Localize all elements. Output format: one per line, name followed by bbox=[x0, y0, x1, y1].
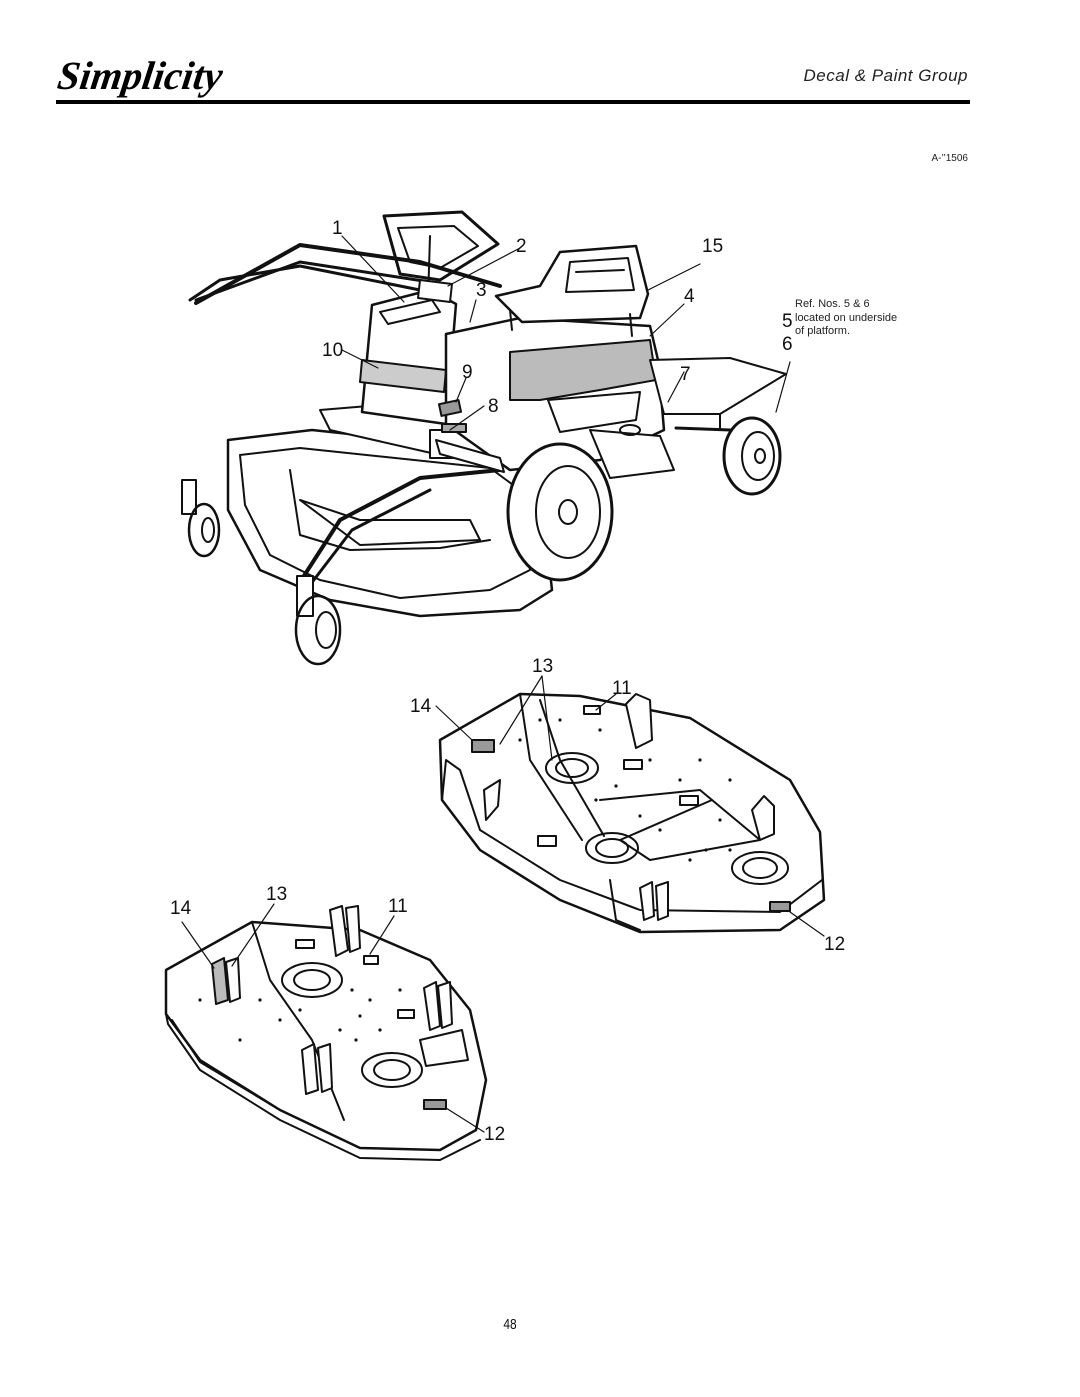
deck-top-callout-11: 11 bbox=[612, 678, 632, 699]
figure-code: A-’’1506 bbox=[931, 153, 968, 164]
deck-top-callout-12: 12 bbox=[824, 934, 845, 955]
deck-bottom-callout-11: 11 bbox=[388, 896, 408, 917]
callout-4: 4 bbox=[684, 286, 695, 307]
platform-note: Ref. Nos. 5 & 6 located on underside of … bbox=[795, 298, 897, 339]
page-number: 48 bbox=[503, 1316, 517, 1333]
callout-5: 5 bbox=[782, 311, 793, 332]
deck-bottom-callout-12: 12 bbox=[484, 1124, 505, 1145]
note-line-3: of platform. bbox=[795, 325, 851, 337]
deck-bottom-leader-lines bbox=[181, 903, 485, 1133]
callout-8: 8 bbox=[488, 396, 499, 417]
deck-top-callout-14: 14 bbox=[410, 696, 432, 717]
deck-top-callout-13: 13 bbox=[532, 656, 553, 677]
mower-deck-top-view bbox=[438, 692, 826, 934]
callout-15: 15 bbox=[702, 236, 723, 257]
callout-9: 9 bbox=[462, 362, 473, 383]
callout-numbers: 1 2 3 4 15 5 6 7 8 9 10 13 11 14 12 14 1… bbox=[170, 218, 845, 1145]
section-title: Decal & Paint Group bbox=[803, 66, 968, 85]
callout-10: 10 bbox=[322, 340, 343, 361]
mower-leader-lines bbox=[341, 235, 791, 431]
header-rule bbox=[56, 100, 970, 104]
deck-top-leader-lines bbox=[435, 675, 825, 937]
mower-deck-bottom-view bbox=[164, 905, 488, 1161]
note-line-2: located on underside bbox=[795, 311, 898, 324]
callout-3: 3 bbox=[476, 280, 487, 301]
deck-bottom-callout-13: 13 bbox=[266, 884, 287, 905]
deck-bottom-callout-14: 14 bbox=[170, 898, 192, 919]
riding-mower-illustration bbox=[181, 210, 787, 666]
callout-7: 7 bbox=[680, 364, 691, 385]
callout-1: 1 bbox=[332, 218, 343, 239]
callout-6: 6 bbox=[782, 334, 793, 355]
note-line-1: Ref. Nos. 5 & 6 bbox=[795, 298, 870, 310]
callout-2: 2 bbox=[516, 236, 527, 257]
